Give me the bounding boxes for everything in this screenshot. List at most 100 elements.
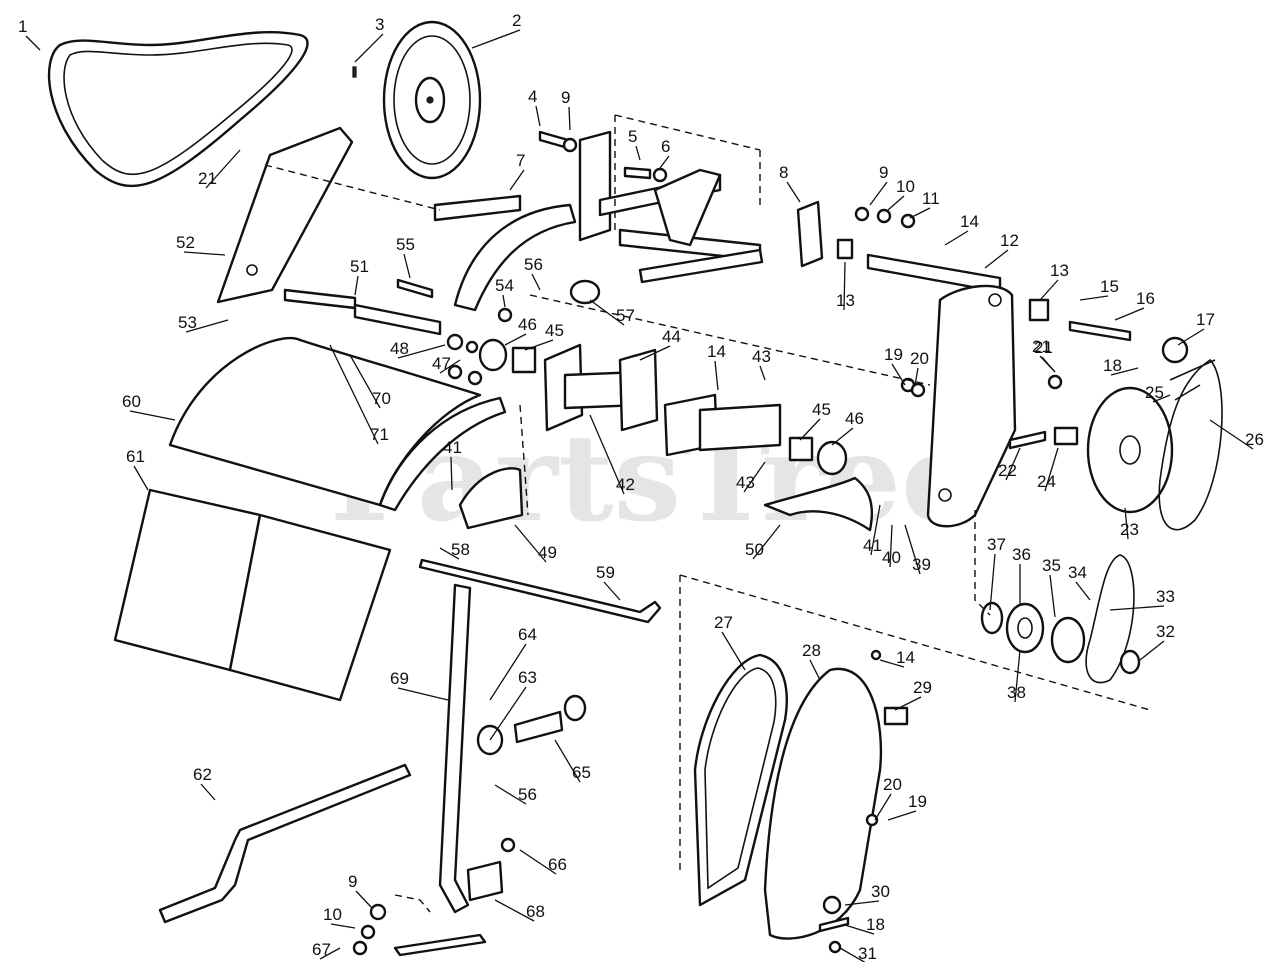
callout-leader (450, 456, 453, 491)
part-callout-21: 21 (198, 169, 217, 188)
callout-leader (869, 181, 888, 206)
callout-leader (494, 784, 527, 805)
callout-leader (504, 333, 527, 346)
part-callout-30: 30 (871, 882, 890, 901)
callout-leader (891, 363, 906, 386)
part-callout-2: 2 (512, 11, 521, 30)
callout-leader (514, 524, 547, 563)
callout-leader (355, 890, 373, 909)
callout-leader (403, 253, 411, 279)
callout-leader (839, 947, 867, 964)
callout-leader (330, 923, 356, 929)
part-callout-65: 65 (572, 763, 591, 782)
callout-leader (1041, 356, 1056, 373)
part-callout-71: 71 (370, 425, 389, 444)
part-callout-6: 6 (661, 137, 670, 156)
part-callout-69: 69 (390, 669, 409, 688)
part-callout-8: 8 (779, 163, 788, 182)
callout-leader (887, 810, 917, 821)
bracket-part (796, 200, 824, 268)
callout-leader (319, 947, 341, 960)
callout-leader (984, 249, 1009, 269)
callout-leader (531, 273, 541, 291)
part-callout-61: 61 (126, 447, 145, 466)
callout-leader (831, 427, 854, 446)
callout-leader (329, 344, 379, 445)
callout-leader (489, 686, 527, 741)
callout-leader (1110, 367, 1139, 376)
part-callout-57: 57 (616, 306, 635, 325)
callout-leader (914, 367, 919, 386)
part-callout-32: 32 (1156, 622, 1175, 641)
side-plate-part (866, 253, 1017, 528)
part-callout-64: 64 (518, 625, 537, 644)
part-callout-34: 34 (1068, 563, 1087, 582)
part-callout-51: 51 (350, 257, 369, 276)
callout-leader (397, 344, 446, 359)
part-callout-37: 37 (987, 535, 1006, 554)
part-callout-9: 9 (879, 163, 888, 182)
callout-leader (759, 365, 766, 381)
hardware-bolts (396, 130, 1189, 450)
callout-leader (589, 414, 625, 495)
depth-bar-part (438, 583, 472, 914)
callout-leader (1005, 447, 1021, 481)
clip-part (466, 860, 504, 902)
part-callout-44: 44 (662, 327, 681, 346)
callout-leader (786, 181, 801, 203)
part-callout-40: 40 (882, 548, 901, 567)
callout-leader (349, 354, 381, 409)
part-callout-43: 43 (752, 347, 771, 366)
callout-leader (494, 899, 535, 922)
part-callout-70: 70 (372, 389, 391, 408)
part-callout-9: 9 (561, 88, 570, 107)
callout-leader (1044, 447, 1059, 492)
callout-leader (743, 461, 766, 493)
callout-leader (1139, 640, 1165, 661)
callout-leader (568, 106, 571, 131)
part-callout-43: 43 (736, 473, 755, 492)
callout-leader (489, 643, 527, 701)
callout-leader (205, 149, 241, 189)
callout-leader (874, 793, 892, 821)
part-callout-50: 50 (745, 540, 764, 559)
part-callout-67: 67 (312, 940, 331, 959)
callout-leader (1177, 328, 1205, 346)
part-callout-14: 14 (960, 212, 979, 231)
part-callout-38: 38 (1007, 683, 1026, 702)
assembly-lines (264, 114, 1151, 913)
callout-leader (129, 410, 176, 421)
part-callout-59: 59 (596, 563, 615, 582)
part-callout-52: 52 (176, 233, 195, 252)
part-callout-10: 10 (896, 177, 915, 196)
callout-leader (1124, 507, 1129, 540)
part-callout-56: 56 (518, 785, 537, 804)
part-callout-12: 12 (1000, 231, 1019, 250)
tine-shield-left-part (458, 467, 524, 530)
part-callout-24: 24 (1037, 472, 1056, 491)
callout-leader (944, 230, 969, 246)
part-callout-23: 23 (1120, 520, 1139, 539)
callout-leader (535, 105, 541, 127)
part-callout-1: 1 (18, 17, 27, 36)
part-callout-56: 56 (524, 255, 543, 274)
part-callout-3: 3 (375, 15, 384, 34)
part-callout-20: 20 (883, 775, 902, 794)
part-callout-33: 33 (1156, 587, 1175, 606)
part-callout-9: 9 (348, 872, 357, 891)
part-callout-5: 5 (628, 127, 637, 146)
axle-housing-part (543, 343, 848, 476)
part-callout-19: 19 (908, 792, 927, 811)
callout-leader (1209, 419, 1254, 450)
callout-leader (183, 251, 226, 256)
part-callout-26: 26 (1245, 430, 1264, 449)
part-callout-14: 14 (896, 648, 915, 667)
part-callout-21: 21 (1032, 337, 1051, 356)
part-callout-13: 13 (1050, 261, 1069, 280)
part-callout-45: 45 (545, 321, 564, 340)
chain-upper-part (1158, 358, 1223, 531)
callout-leader (1075, 581, 1091, 601)
part-callout-14: 14 (707, 342, 726, 361)
